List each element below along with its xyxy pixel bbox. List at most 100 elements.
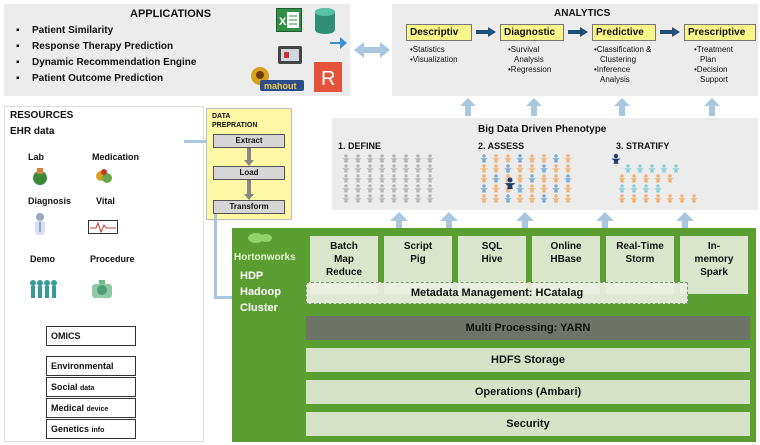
predictive-item: Clustering [600,55,637,64]
applications-title: APPLICATIONS [130,8,212,20]
person-figure [480,194,488,203]
person-figure [342,154,350,163]
person-figure [402,194,410,203]
person-figure [480,174,488,183]
person-figure [660,164,668,173]
application-item: Patient Similarity [16,25,113,36]
analytics-title: ANALYTICS [554,8,611,19]
genetics-label: Genetics [51,424,92,434]
person-figure [426,184,434,193]
person-figure [540,164,548,173]
ambari-layer: Operations (Ambari) [306,380,750,404]
predictive-item: •Classification & [594,45,652,54]
lab-icon [33,168,47,185]
person-figure [630,194,638,203]
application-item: Dynamic Recommendation Engine [16,57,196,68]
transform-step: Transform [213,200,285,214]
person-figure [342,164,350,173]
tool-line: Online [550,241,582,252]
person-figure [516,174,524,183]
data-prep-title-line: PREPRATION [212,122,258,129]
person-figure [552,184,560,193]
person-figure [528,154,536,163]
up-arrow-icon [516,212,534,232]
demo-icon [30,280,57,298]
data-prep-title: DATA PREPRATION [212,112,257,130]
person-figure [390,164,398,173]
person-figure [366,194,374,203]
apps-analytics-arrow [354,42,390,58]
phenotype-title: Big Data Driven Phenotype [478,124,607,135]
person-figure [564,154,572,163]
person-figure [366,154,374,163]
person-figure [552,154,560,163]
tool-line: Real-Time [616,241,664,252]
ehr-medication-label: Medication [92,152,140,162]
mahout-logo-label: mahout [264,81,297,91]
diagnostic-item: •Regression [508,65,552,74]
transform-connector [214,214,217,298]
person-figure [630,174,638,183]
diagnosis-icon [35,213,45,235]
person-figure [492,154,500,163]
hdp-label-line: Cluster [240,302,278,314]
phenotype-step-assess: 2. ASSESS [478,141,525,151]
person-figure [516,164,524,173]
person-figure [654,194,662,203]
person-figure [402,154,410,163]
data-prep-title-line: DATA [212,113,231,120]
person-figure [636,164,644,173]
resources-title: RESOURCES [10,110,74,121]
medication-icon [96,169,112,183]
person-figure [480,184,488,193]
person-figure [540,154,548,163]
person-figure [528,164,536,173]
person-figure [504,154,512,163]
excel-logo-icon: X [276,8,302,32]
tool-line: Storm [625,254,655,265]
tool-line: Spark [700,267,728,278]
diagnostic-item: •Survival [508,45,540,54]
person-figure [492,184,500,193]
hortonworks-brand: Hortonworks [234,252,296,263]
up-arrow-icon [526,98,542,116]
person-figure [414,174,422,183]
person-figure [390,154,398,163]
tool-line: SQL [481,241,503,252]
hdp-label-line: Hadoop [240,286,281,298]
database-logo-icon [312,6,338,36]
person-figure [414,164,422,173]
person-figure [528,184,536,193]
ehr-diagnosis-label: Diagnosis [28,196,72,206]
person-figure [552,194,560,203]
person-figure [342,174,350,183]
mahout-logo-icon: mahout [246,64,306,94]
person-figure [564,164,572,173]
tablet-logo-icon [276,44,304,68]
diagnostic-list: •Survival Analysis •Regression [508,45,551,75]
svg-text:X: X [279,16,287,28]
person-figure [480,164,488,173]
genetics-info-box: Genetics info [46,419,136,439]
prescriptive-item: •Treatment [694,45,733,54]
person-figure [618,194,626,203]
r-logo-label: R [321,68,335,90]
down-arrow-icon [244,180,254,200]
person-figure [492,174,500,183]
person-figure [414,184,422,193]
person-figure [516,194,524,203]
hdp-cluster-label: HDP Hadoop Cluster [240,268,281,316]
person-figure [354,194,362,203]
person-figure [504,194,512,203]
person-figure [366,174,374,183]
person-figure [414,194,422,203]
security-layer: Security [306,412,750,436]
tool-line: memory [694,254,734,265]
tool-line: Script [403,241,433,252]
predictive-item: •Inference [594,65,631,74]
person-figure [366,164,374,173]
tool-inmemory-spark: In- memory Spark [680,236,748,294]
up-arrow-icon [704,98,720,116]
ehr-procedure-label: Procedure [90,254,135,264]
person-figure [354,174,362,183]
